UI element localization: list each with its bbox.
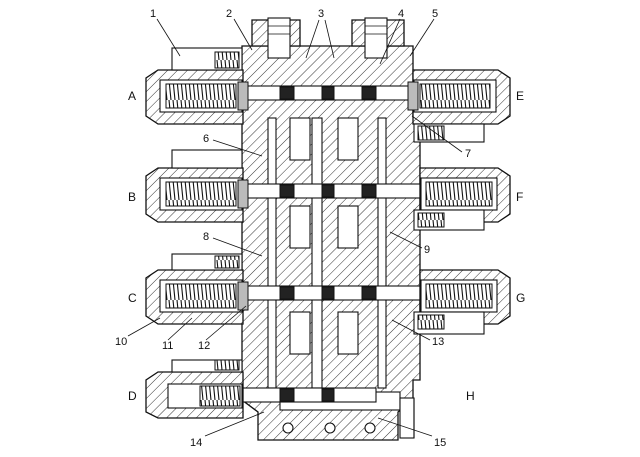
callout-4: 4 xyxy=(398,8,404,20)
section-label-d: D xyxy=(128,389,137,403)
section-label-b: B xyxy=(128,190,136,204)
section-label-e: E xyxy=(516,89,524,103)
callout-8: 8 xyxy=(203,231,209,243)
section-label-c: C xyxy=(128,291,137,305)
callout-7: 7 xyxy=(465,148,471,160)
callout-11: 11 xyxy=(162,340,173,352)
spool-bores xyxy=(235,85,423,403)
right-spring-caps xyxy=(399,69,511,439)
section-label-a: A xyxy=(128,89,136,103)
top-fitting-left xyxy=(267,17,291,59)
section-label-h: H xyxy=(466,389,475,403)
callout-1: 1 xyxy=(150,8,156,20)
callout-10: 10 xyxy=(115,336,127,348)
callout-numbers: 1 2 3 4 5 6 7 8 9 10 11 12 13 14 15 xyxy=(115,8,471,449)
valve-body xyxy=(241,17,421,441)
callout-5: 5 xyxy=(432,8,438,20)
callout-14: 14 xyxy=(190,437,202,449)
callout-3: 3 xyxy=(318,8,324,20)
callout-12: 12 xyxy=(198,340,210,352)
callout-2: 2 xyxy=(226,8,232,20)
callout-6: 6 xyxy=(203,133,209,145)
section-label-f: F xyxy=(516,190,523,204)
callout-9: 9 xyxy=(424,244,430,256)
callout-15: 15 xyxy=(434,437,446,449)
section-label-g: G xyxy=(516,291,525,305)
callout-13: 13 xyxy=(432,336,444,348)
top-fitting-right xyxy=(364,17,388,59)
left-spring-caps xyxy=(145,47,249,419)
leader-lines xyxy=(127,18,463,437)
section-letters: A B C D E F G H xyxy=(128,89,525,403)
